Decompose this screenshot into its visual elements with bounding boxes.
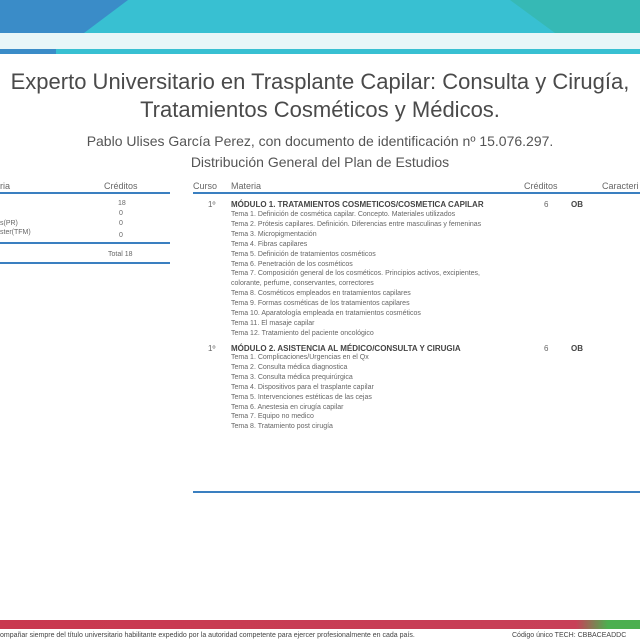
col-creditos: Créditos — [524, 181, 558, 191]
col-materia: ria — [0, 181, 11, 191]
tema-item: Tema 5. Definición de tratamientos cosmé… — [231, 250, 376, 258]
row-credits: 0 — [119, 220, 123, 227]
page-title: Experto Universitario en Trasplante Capi… — [10, 69, 630, 94]
divider — [0, 262, 170, 264]
holder-line: Pablo Ulises García Perez, con documento… — [86, 133, 554, 149]
module-credits: 6 — [544, 344, 549, 353]
divider — [193, 491, 640, 493]
tema-item: Tema 6. Penetración de los cosméticos — [231, 260, 353, 268]
tema-item: Tema 3. Consulta médica prequirúrgica — [231, 373, 353, 381]
divider — [193, 192, 640, 194]
tema-item: Tema 12. Tratamiento del paciente oncoló… — [231, 329, 374, 337]
tema-item: Tema 4. Fibras capilares — [231, 240, 308, 248]
row-label: ster(TFM) — [0, 229, 31, 236]
curso: 1º — [208, 344, 216, 353]
section-title: Distribución General del Plan de Estudio… — [190, 154, 450, 170]
divider — [0, 192, 170, 194]
tema-item: Tema 8. Tratamiento post cirugía — [231, 423, 333, 431]
col-materia: Materia — [231, 181, 262, 191]
col-creditos: Créditos — [104, 181, 138, 191]
tema-item: Tema 3. Micropigmentación — [231, 230, 317, 238]
module-title: MÓDULO 2. ASISTENCIA AL MÉDICO/CONSULTA … — [231, 344, 461, 353]
total-credits: Total 18 — [108, 251, 133, 258]
tema-list: Tema 1. Complicaciones/Urgencias en el Q… — [231, 353, 374, 432]
tema-item: Tema 7. Equipo no medico — [231, 413, 314, 421]
tema-item: Tema 6. Anestesia en cirugía capilar — [231, 403, 344, 411]
col-caracter: Caracteri — [602, 181, 639, 191]
tema-item: Tema 5. Intervenciones estéticas de las … — [231, 393, 372, 401]
header-banner — [0, 0, 640, 56]
row-label: s(PR) — [0, 220, 18, 227]
divider — [0, 242, 170, 244]
tema-item: Tema 7. Composición general de los cosmé… — [231, 270, 481, 278]
curso: 1º — [208, 200, 216, 209]
row-credits: 0 — [119, 210, 123, 217]
tema-item: Tema 9. Formas cosméticas de los tratami… — [231, 300, 410, 308]
tema-list: Tema 1. Definición de cosmética capilar.… — [231, 210, 481, 339]
module-type: OB — [571, 344, 583, 353]
tema-item: Tema 4. Dispositivos para el trasplante … — [231, 383, 374, 391]
tema-item: Tema 1. Definición de cosmética capilar.… — [231, 211, 456, 218]
footer-code: Código único TECH: CBBACEADDC — [512, 632, 627, 639]
module-type: OB — [571, 200, 583, 209]
tema-item: Tema 8. Cosméticos empleados en tratamie… — [231, 290, 411, 298]
col-curso: Curso — [193, 181, 218, 191]
banner-graphic — [0, 0, 640, 54]
page-title-line2: Tratamientos Cosméticos y Médicos. — [140, 97, 500, 122]
footer-band — [0, 620, 640, 629]
tema-item: Tema 11. El masaje capilar — [231, 319, 315, 327]
tema-item: Tema 2. Prótesis capilares. Definición. … — [231, 220, 482, 228]
module-title: MÓDULO 1. TRATAMIENTOS COSMETICOS/COSMET… — [231, 200, 484, 209]
tema-item: Tema 10. Aparatología empleada en tratam… — [231, 310, 421, 318]
row-credits: 18 — [118, 200, 126, 207]
module-credits: 6 — [544, 200, 549, 209]
footer-note: ompañar siempre del título universitario… — [0, 632, 415, 639]
tema-item: Tema 1. Complicaciones/Urgencias en el Q… — [231, 354, 369, 361]
tema-item: Tema 2. Consulta médica diagnostica — [231, 363, 348, 371]
tema-item: colorante, perfume, conservantes, correc… — [231, 280, 374, 288]
row-credits: 0 — [119, 232, 123, 239]
